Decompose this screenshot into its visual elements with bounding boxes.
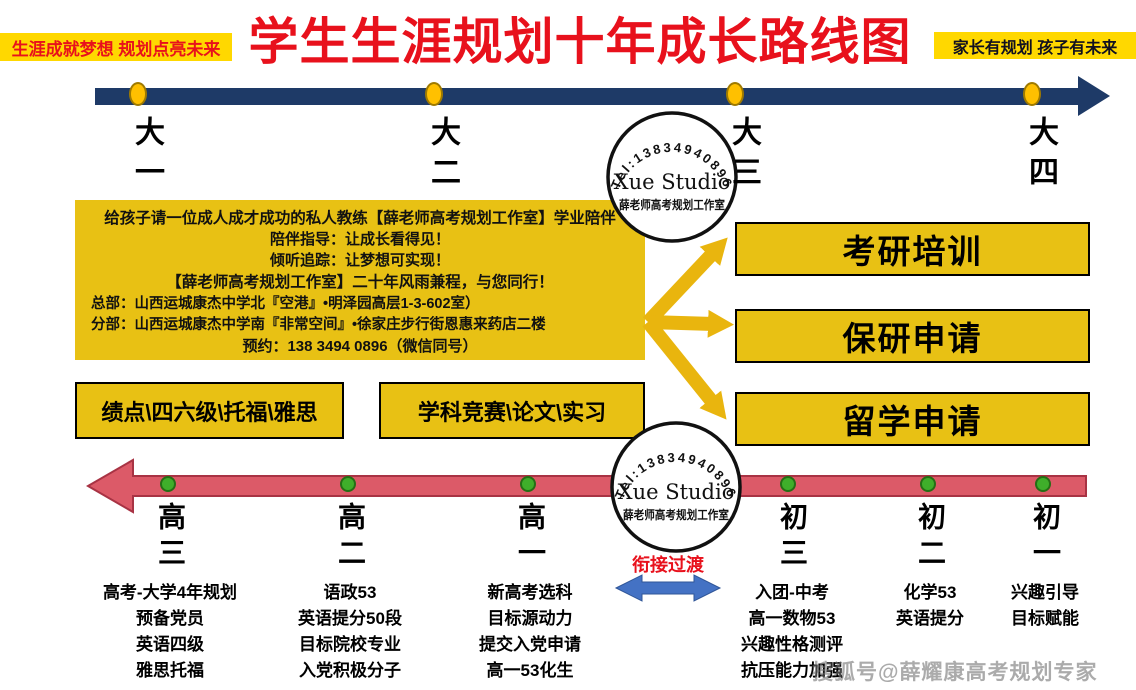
- stage-item: 目标源动力: [487, 609, 573, 628]
- transition-double-arrow-icon: [614, 574, 722, 602]
- req-box-competitions: 学科竞赛\论文\实习: [379, 382, 645, 439]
- studio-stamp-icon: Tel:13834940896 Xue Studio 薛老师高考规划工作室: [610, 421, 742, 553]
- timeline-dot-icon: [129, 82, 147, 106]
- stage-dot-icon: [1035, 476, 1051, 492]
- info-line: 给孩子请一位成人成才成功的私人教练【薛老师高考规划工作室】学业陪伴: [104, 210, 616, 227]
- stage-item: 高一数物53: [748, 609, 836, 628]
- stage-item: 兴趣性格测评: [741, 635, 843, 654]
- stage-item-list: 高考-大学4年规划 预备党员 英语四级 雅思托福: [103, 580, 237, 684]
- timeline-dot-icon: [425, 82, 443, 106]
- stage-item: 化学53: [903, 583, 957, 602]
- studio-info-box: 给孩子请一位成人成才成功的私人教练【薛老师高考规划工作室】学业陪伴 陪伴指导：让…: [75, 200, 645, 360]
- stamp-name-en: Xue Studio: [618, 480, 735, 504]
- stage-label: 高二: [335, 502, 366, 574]
- info-line-hq-address: 总部：山西运城康杰中学北『空港』•明泽园高层1-3-602室）: [91, 296, 480, 312]
- stage-item: 预备党员: [136, 609, 204, 628]
- fan-arrows-icon: [642, 237, 734, 420]
- stage-label-college-3: 大三: [727, 116, 760, 196]
- stage-item: 兴趣引导: [1011, 583, 1079, 602]
- stage-column-gao2: 高二 语政53 英语提分50段 目标院校专业 入党积极分子: [260, 502, 440, 684]
- stage-item: 英语四级: [136, 635, 204, 654]
- info-line: 陪伴指导：让成长看得见！: [269, 231, 450, 248]
- stage-item: 英语提分: [896, 609, 964, 628]
- left-slogan-banner: 生涯成就梦想 规划点亮未来: [0, 33, 232, 61]
- info-line: 【薛老师高考规划工作室】二十年风雨兼程，与您同行！: [166, 274, 554, 291]
- stage-item: 高考-大学4年规划: [102, 583, 238, 602]
- path-box-liuxue: 留学申请: [735, 392, 1090, 446]
- stage-item: 抗压能力加强: [741, 661, 843, 680]
- stage-column-chu3: 初三 入团-中考 高一数物53 兴趣性格测评 抗压能力加强: [702, 502, 882, 684]
- stage-label-college-4: 大四: [1024, 116, 1057, 196]
- watermark: 搜狐号@薛耀康高考规划专家: [812, 661, 1098, 684]
- path-box-kaoyan: 考研培训: [735, 222, 1090, 276]
- path-box-baoyan: 保研申请: [735, 309, 1090, 363]
- stage-item: 英语提分50段: [298, 609, 402, 628]
- studio-stamp-icon: Tel:13834940896 Xue Studio 薛老师高考规划工作室: [606, 111, 738, 243]
- stage-label-college-2: 大二: [426, 116, 459, 196]
- stage-label: 初二: [915, 502, 946, 574]
- stage-dot-icon: [160, 476, 176, 492]
- info-line: 倾听追踪：让梦想可实现！: [269, 252, 450, 269]
- timeline-dot-icon: [726, 82, 744, 106]
- info-line-booking-phone: 预约：138 3494 0896（微信同号）: [242, 338, 478, 355]
- stage-label-college-1: 大一: [130, 116, 163, 196]
- stage-item-list: 化学53 英语提分: [896, 580, 964, 632]
- stage-dot-icon: [920, 476, 936, 492]
- stage-item-list: 语政53 英语提分50段 目标院校专业 入党积极分子: [298, 580, 402, 684]
- stage-item: 入团-中考: [755, 583, 829, 602]
- stage-item: 入党积极分子: [298, 661, 401, 680]
- stage-column-chu1: 初一 兴趣引导 目标赋能: [965, 502, 1125, 632]
- stage-label: 初三: [777, 502, 808, 574]
- stage-column-gao3: 高三 高考-大学4年规划 预备党员 英语四级 雅思托福: [80, 502, 260, 684]
- stage-column-gao1: 高一 新高考选科 目标源动力 提交入党申请 高一53化生: [440, 502, 620, 684]
- info-line-branch-address: 分部：山西运城康杰中学南『非常空间』•徐家庄步行街恩惠来药店二楼: [91, 317, 546, 333]
- top-timeline-arrow: [95, 88, 1080, 105]
- stage-label: 高一: [515, 502, 546, 574]
- stage-item: 雅思托福: [136, 661, 204, 680]
- transition-label: 衔接过渡: [632, 555, 704, 575]
- stamp-name-cn: 薛老师高考规划工作室: [619, 197, 725, 212]
- top-timeline-arrowhead-icon: [1078, 76, 1110, 116]
- stage-dot-icon: [780, 476, 796, 492]
- stage-label: 初一: [1030, 502, 1061, 574]
- stage-dot-icon: [520, 476, 536, 492]
- page-title: 学生生涯规划十年成长路线图: [248, 14, 912, 70]
- stage-item: 新高考选科: [487, 583, 573, 602]
- stamp-name-en: Xue Studio: [614, 170, 731, 194]
- stage-item: 语政53: [323, 583, 377, 602]
- bottom-timeline-arrow: [86, 458, 1087, 514]
- stamp-name-cn: 薛老师高考规划工作室: [623, 507, 729, 522]
- timeline-dot-icon: [1023, 82, 1041, 106]
- stage-item: 提交入党申请: [479, 635, 581, 654]
- right-slogan-banner: 家长有规划 孩子有未来: [934, 32, 1136, 59]
- stage-item: 目标院校专业: [298, 635, 401, 654]
- stage-item-list: 兴趣引导 目标赋能: [1011, 580, 1079, 632]
- req-box-gpa-tests: 绩点\四六级\托福\雅思: [75, 382, 344, 439]
- stage-item: 目标赋能: [1011, 609, 1079, 628]
- stage-label: 高三: [155, 502, 186, 574]
- stage-item-list: 入团-中考 高一数物53 兴趣性格测评 抗压能力加强: [741, 580, 843, 684]
- stage-item: 高一53化生: [486, 661, 574, 680]
- stage-dot-icon: [340, 476, 356, 492]
- stage-column-chu2: 初二 化学53 英语提分: [850, 502, 1010, 632]
- stage-item-list: 新高考选科 目标源动力 提交入党申请 高一53化生: [479, 580, 581, 684]
